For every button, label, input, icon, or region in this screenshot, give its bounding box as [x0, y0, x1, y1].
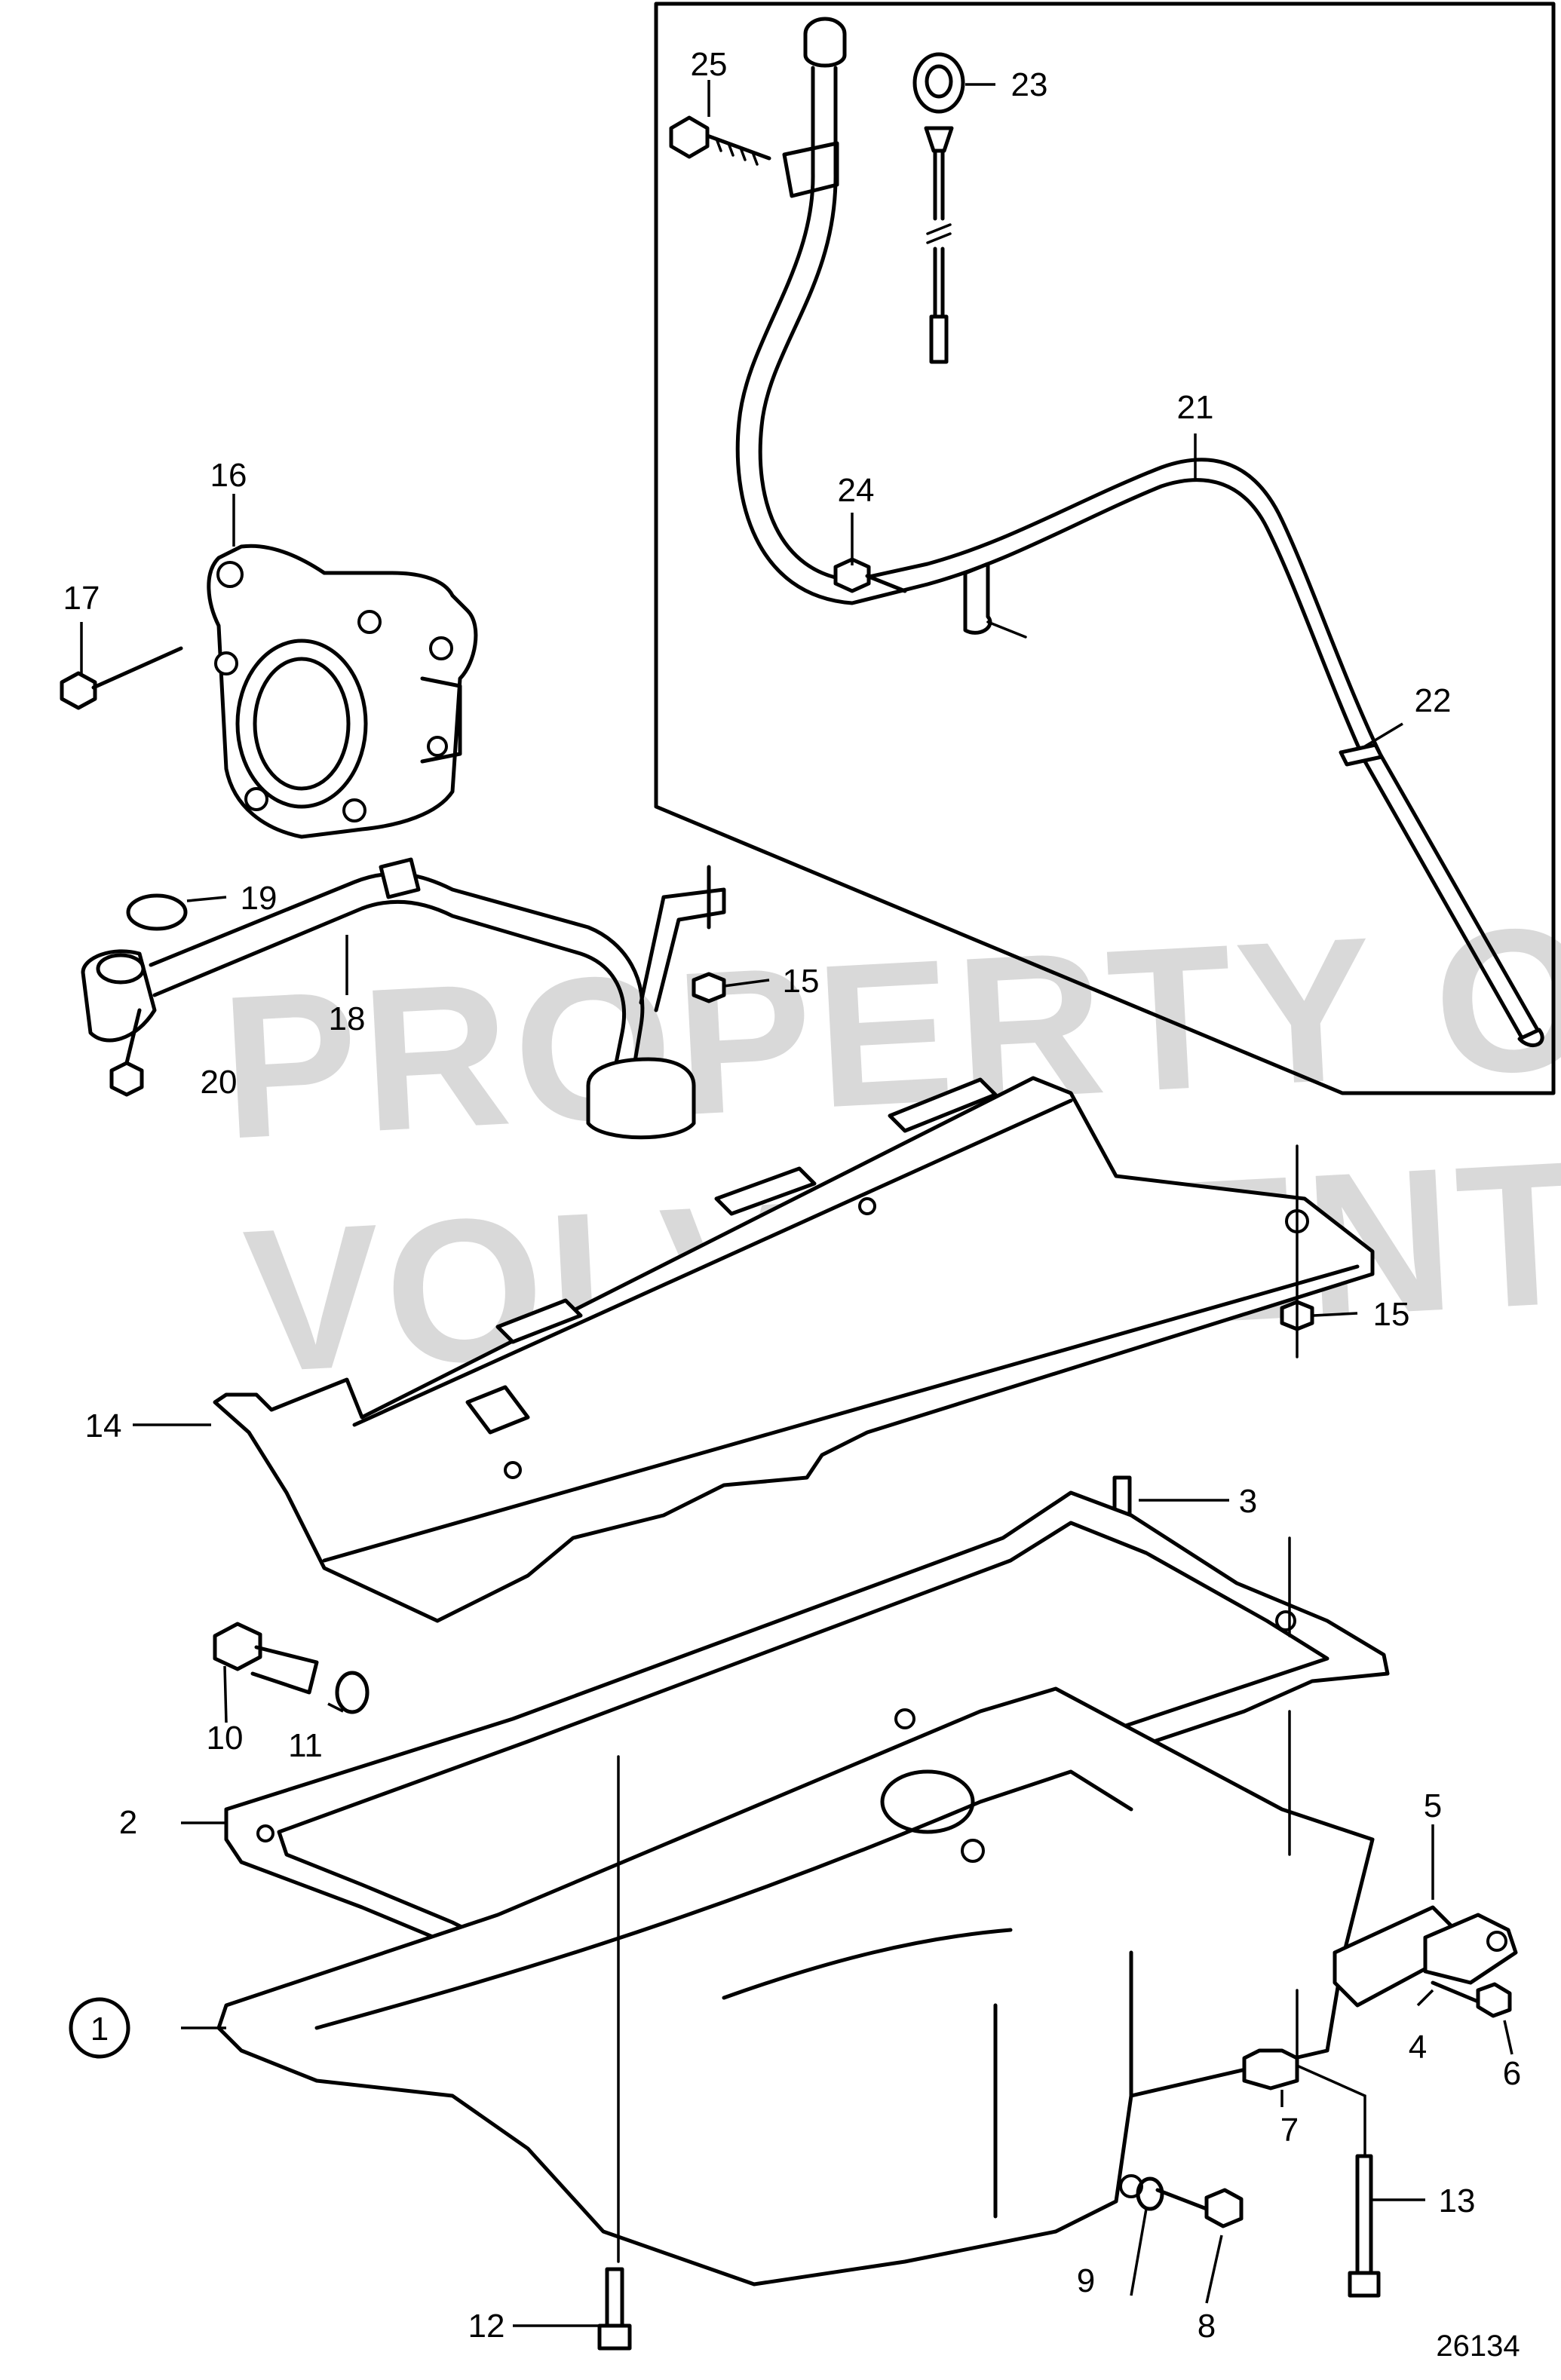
callout-13: 13: [1439, 2182, 1476, 2219]
callout-1: 1: [90, 2011, 109, 2048]
callout-4: 4: [1409, 2029, 1427, 2066]
part-9-washer: [1136, 2176, 1164, 2211]
part-23-dipstick: [912, 52, 965, 364]
callout-18: 18: [329, 1000, 366, 1037]
part-21-dipstick-tube: [735, 17, 1544, 1048]
part-1-oil-pan: [216, 1686, 1375, 2287]
callout-16: 16: [210, 457, 247, 494]
callout-5: 5: [1424, 1787, 1442, 1824]
part-7-drain-plug: [1242, 2048, 1299, 2091]
callout-14: 14: [85, 1407, 122, 1444]
callout-7: 7: [1280, 2112, 1299, 2149]
callout-10: 10: [207, 1720, 244, 1757]
callout-3: 3: [1239, 1483, 1257, 1520]
callout-19: 19: [241, 880, 278, 917]
callout-1-circle: [69, 1997, 130, 2059]
part-12-bolt: [597, 2267, 632, 2351]
part-19-oring: [126, 893, 188, 931]
part-11-washer: [335, 1671, 370, 1714]
callout-22: 22: [1415, 682, 1452, 719]
dipstick-inset-frame: [654, 2, 1556, 1095]
callout-20: 20: [201, 1064, 238, 1101]
part-17-bolt: [60, 646, 183, 710]
part-16-oil-pump: [207, 544, 478, 839]
callout-23: 23: [1011, 66, 1048, 103]
leader-lines: [69, 80, 1513, 2327]
callout-24: 24: [838, 472, 875, 509]
callout-11: 11: [288, 1727, 323, 1764]
part-8-bolt: [1155, 2188, 1244, 2228]
callout-12: 12: [468, 2308, 505, 2345]
part-20-bolt: [109, 1008, 144, 1097]
callout-8: 8: [1198, 2308, 1216, 2345]
part-24-bolt: [833, 557, 907, 593]
part-25-bolt: [669, 115, 771, 166]
part-10-plug: [213, 1622, 319, 1695]
callout-15-upper: 15: [783, 963, 820, 1000]
callout-17: 17: [63, 580, 100, 617]
callout-labels: 1 2 3 4 5 6 7 8 9 10 11 12 13 14 15 15 1…: [63, 46, 1522, 2345]
callout-15-lower: 15: [1373, 1296, 1410, 1333]
part-14-windage-tray: [213, 1076, 1375, 1623]
callout-2: 2: [119, 1804, 137, 1841]
callout-25: 25: [691, 46, 728, 83]
callout-9: 9: [1077, 2262, 1095, 2299]
callout-6: 6: [1503, 2055, 1521, 2092]
part-4-fitting: [1423, 1913, 1518, 1985]
part-6-bolt: [1431, 1980, 1512, 2018]
part-13-long-bolt: [1348, 2154, 1381, 2298]
reference-number: 26134: [1436, 2329, 1520, 2363]
alignment-lines: [617, 1144, 1366, 2263]
part-18-pickup-tube: [81, 857, 726, 1140]
part-22-tube-oring: [1339, 743, 1384, 767]
part-15-nut-upper: [692, 972, 726, 1003]
callout-21: 21: [1177, 389, 1214, 426]
